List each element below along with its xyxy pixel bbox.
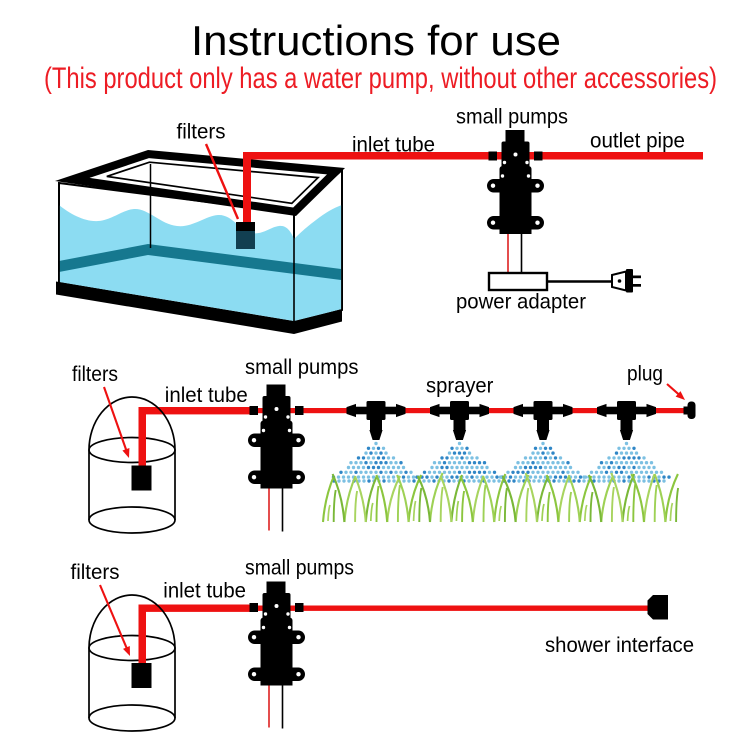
svg-text:filters: filters	[71, 561, 120, 584]
svg-text:power adapter: power adapter	[456, 291, 586, 314]
svg-text:outlet pipe: outlet pipe	[590, 130, 685, 153]
svg-text:small pumps: small pumps	[245, 556, 354, 579]
svg-text:Instructions for use: Instructions for use	[191, 17, 561, 64]
svg-text:small pumps: small pumps	[245, 356, 359, 379]
svg-text:(This product only has a water: (This product only has a water pump, wit…	[44, 62, 717, 95]
svg-text:inlet tube: inlet tube	[352, 134, 435, 157]
svg-text:shower interface: shower interface	[545, 634, 694, 657]
svg-text:inlet tube: inlet tube	[165, 384, 248, 407]
svg-text:plug: plug	[627, 363, 663, 386]
svg-text:small pumps: small pumps	[456, 106, 568, 129]
svg-text:filters: filters	[72, 363, 118, 386]
svg-text:sprayer: sprayer	[426, 375, 493, 398]
svg-text:inlet tube: inlet tube	[163, 580, 246, 603]
svg-text:filters: filters	[177, 121, 226, 144]
